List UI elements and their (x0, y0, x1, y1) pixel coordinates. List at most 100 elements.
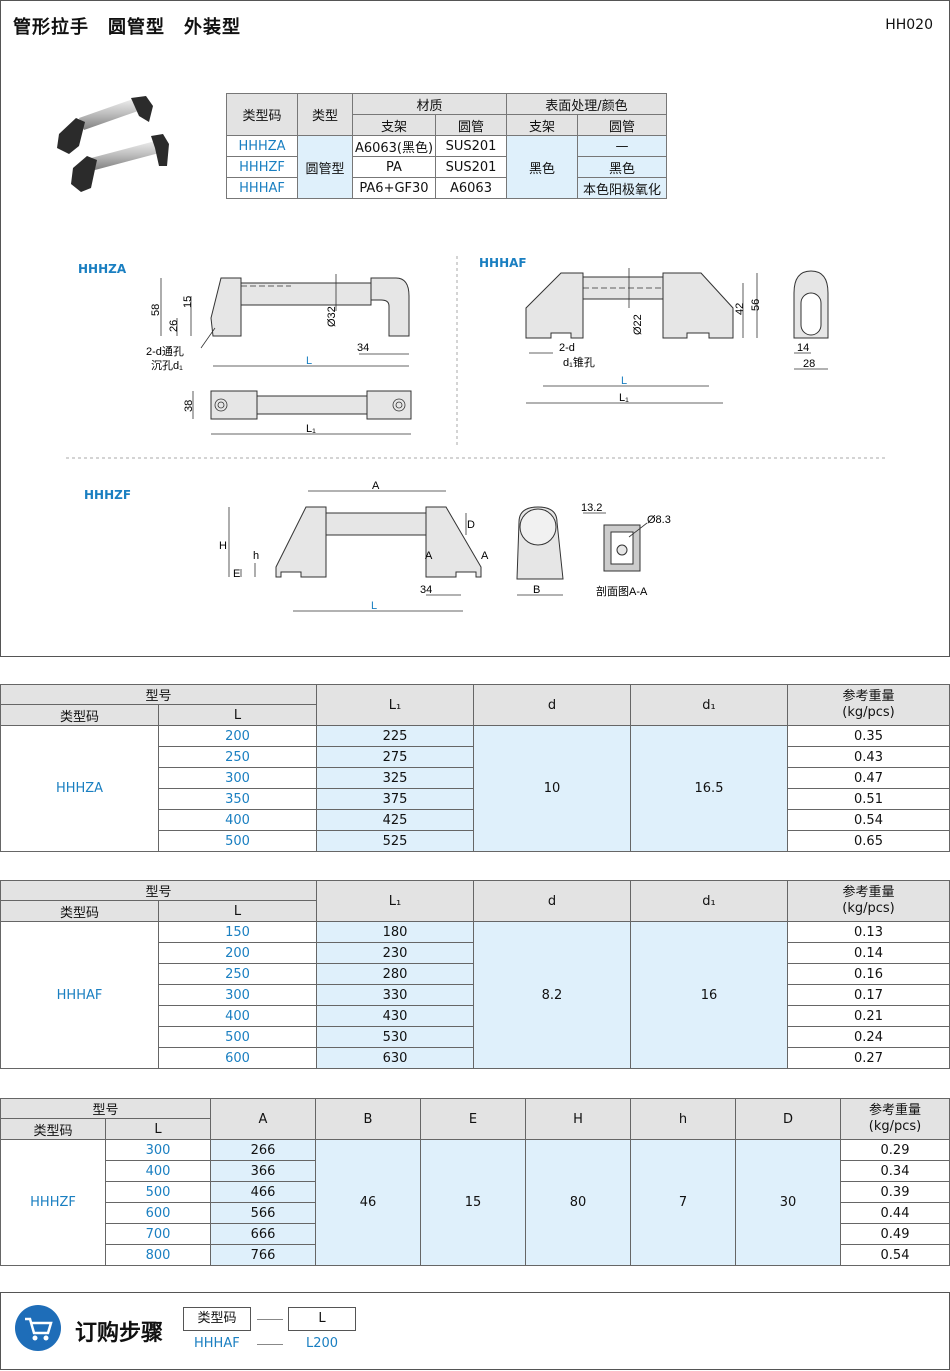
product-photo (57, 96, 169, 192)
cell-L: 400 (158, 809, 317, 831)
cell-weight: 0.43 (787, 746, 950, 768)
cell-weight: 0.16 (787, 963, 950, 985)
th-h: h (630, 1098, 736, 1140)
dim-13-2: 13.2 (581, 502, 602, 514)
dim-E: E (233, 568, 240, 580)
dim-34: 34 (357, 342, 369, 354)
cell-A: 766 (210, 1244, 316, 1266)
dim-58: 58 (150, 304, 162, 316)
cell-weight: 0.27 (787, 1047, 950, 1069)
cell-weight: 0.51 (787, 788, 950, 810)
cell-L: 500 (158, 830, 317, 852)
cell-L: 150 (158, 921, 317, 943)
cell-L1: 275 (316, 746, 474, 768)
dim-2d: 2-d (559, 342, 575, 354)
th-L: L (105, 1118, 211, 1140)
dim-28: 28 (803, 358, 815, 370)
cell-B: 46 (315, 1139, 421, 1266)
order-title: 订购步骤 (75, 1321, 164, 1346)
spec-mat-tube: A6063 (435, 177, 507, 199)
dim-D: D (467, 519, 475, 531)
cell-L: 300 (158, 767, 317, 789)
th-model: 型号 (0, 1098, 211, 1119)
spec-h-type: 类型 (297, 93, 353, 136)
dim-56: 56 (750, 299, 762, 311)
th-L: L (158, 704, 317, 726)
cell-L: 400 (158, 1005, 317, 1027)
th-type-code: 类型码 (0, 704, 159, 726)
cell-d1: 16 (630, 921, 788, 1069)
cell-h: 7 (630, 1139, 736, 1266)
cell-A: 666 (210, 1223, 316, 1245)
th-type-code: 类型码 (0, 900, 159, 922)
th-d1: d₁ (630, 684, 788, 726)
cell-weight: 0.29 (840, 1139, 950, 1161)
order-value-type-code: HHHAF (194, 1336, 240, 1351)
th-H: H (525, 1098, 631, 1140)
cell-weight: 0.54 (787, 809, 950, 831)
drawing-label-hhhaf: HHHAF (479, 256, 527, 270)
cell-L: 500 (158, 1026, 317, 1048)
cell-A: 366 (210, 1160, 316, 1182)
cell-type-code: HHHZA (0, 725, 159, 852)
dim-L1: L₁ (619, 392, 629, 404)
section-label: 剖面图A-A (596, 584, 648, 598)
cell-L1: 180 (316, 921, 474, 943)
dim-32: Ø32 (326, 306, 338, 327)
table-hhhzf: 型号 A B E H h D 参考重量 (kg/pcs) 类型码 L HHHZF… (0, 1098, 950, 1266)
cell-L1: 230 (316, 942, 474, 964)
drawing-hhhza: 58 26 15 Ø32 34 2-d通孔 沉孔d₁ L 38 L₁ (146, 274, 412, 435)
cell-type-code: HHHZF (0, 1139, 106, 1266)
cell-L: 250 (158, 746, 317, 768)
th-L1: L₁ (316, 684, 474, 726)
drawing-separators (66, 256, 886, 459)
note-counterbore: 沉孔d₁ (151, 359, 183, 372)
dim-h: h (253, 550, 259, 562)
order-value-L: L200 (306, 1336, 339, 1351)
cell-L: 400 (105, 1160, 211, 1182)
order-box-type-code: 类型码 (183, 1307, 251, 1331)
section-mark-A2: A (481, 550, 489, 562)
spec-h-sur-bracket: 支架 (506, 114, 578, 136)
cell-L1: 525 (316, 830, 474, 852)
th-D: D (735, 1098, 841, 1140)
cell-L: 500 (105, 1181, 211, 1203)
cell-L1: 630 (316, 1047, 474, 1069)
cell-L1: 430 (316, 1005, 474, 1027)
cell-weight: 0.35 (787, 725, 950, 747)
th-model: 型号 (0, 880, 317, 901)
cell-H: 80 (525, 1139, 631, 1266)
spec-mat-bracket: A6063(黑色) (352, 135, 436, 157)
spec-sur-tube: 黑色 (577, 156, 667, 178)
th-weight: 参考重量 (kg/pcs) (840, 1098, 950, 1140)
dim-38: 38 (183, 400, 195, 412)
cell-L: 300 (158, 984, 317, 1006)
cell-L: 800 (105, 1244, 211, 1266)
spec-code: HHHZA (226, 135, 298, 157)
cell-L: 600 (105, 1202, 211, 1224)
dim-26: 26 (168, 320, 180, 332)
cell-L1: 225 (316, 725, 474, 747)
cell-L: 700 (105, 1223, 211, 1245)
cell-weight: 0.21 (787, 1005, 950, 1027)
cell-L: 300 (105, 1139, 211, 1161)
drawing-hhhzf: A D H h E A A 34 L B 13.2 Ø8.3 剖面图A-A (219, 480, 671, 612)
th-E: E (420, 1098, 526, 1140)
spec-sur-bracket: 黑色 (506, 135, 578, 199)
cell-weight: 0.17 (787, 984, 950, 1006)
cell-d: 8.2 (473, 921, 631, 1069)
dim-14: 14 (797, 342, 809, 354)
drawing-label-hhhzf: HHHZF (84, 488, 132, 502)
cell-weight: 0.47 (787, 767, 950, 789)
dim-22: Ø22 (632, 314, 644, 335)
th-d1: d₁ (630, 880, 788, 922)
cell-L1: 325 (316, 767, 474, 789)
cell-L: 200 (158, 725, 317, 747)
cell-weight: 0.49 (840, 1223, 950, 1245)
spec-h-material: 材质 (352, 93, 507, 115)
cell-L1: 530 (316, 1026, 474, 1048)
spec-mat-tube: SUS201 (435, 156, 507, 178)
cell-weight: 0.44 (840, 1202, 950, 1224)
page-title: 管形拉手 圆管型 外装型 (13, 17, 241, 38)
cell-L1: 425 (316, 809, 474, 831)
